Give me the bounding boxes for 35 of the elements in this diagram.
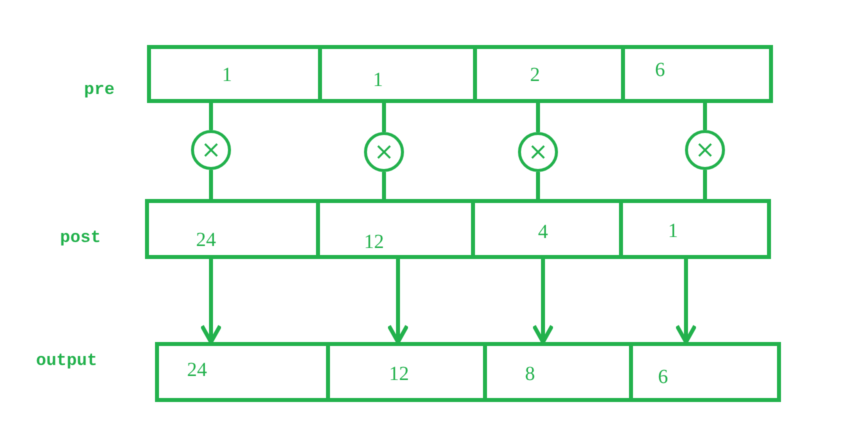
cell-value: 1: [668, 221, 678, 241]
multiply-sign: ×: [694, 138, 716, 162]
arrow: [387, 259, 409, 344]
multiply-circle: [685, 130, 725, 170]
multiply-sign: ×: [200, 138, 222, 162]
cell-value: 24: [196, 230, 216, 250]
row-label: output: [36, 352, 98, 371]
connector-line: [209, 170, 213, 199]
connector-line: [382, 103, 386, 132]
cell-value: 24: [187, 360, 207, 380]
cell-value: 6: [658, 367, 668, 387]
row-label: post: [60, 229, 101, 248]
connector-line: [209, 103, 213, 130]
cell-value: 6: [655, 60, 665, 80]
connector-line: [703, 103, 707, 130]
cell-value: 4: [538, 222, 548, 242]
multiply-circle: [364, 132, 404, 172]
cell-value: 12: [389, 364, 409, 384]
arrow: [200, 259, 222, 344]
cell-value: 12: [364, 232, 384, 252]
multiply-circle: [191, 130, 231, 170]
arrow: [675, 259, 697, 344]
cell-value: 1: [373, 70, 383, 90]
connector-line: [703, 170, 707, 199]
cell-value: 2: [530, 65, 540, 85]
connector-line: [536, 172, 540, 199]
arrow: [532, 259, 554, 344]
multiply-sign: ×: [372, 140, 396, 164]
multiply-sign: ×: [526, 140, 550, 164]
multiply-circle: [518, 132, 558, 172]
connector-line: [382, 172, 386, 199]
connector-line: [536, 103, 540, 132]
cell-value: 8: [525, 364, 535, 384]
row-label: pre: [84, 81, 115, 100]
cell-value: 1: [222, 65, 232, 85]
